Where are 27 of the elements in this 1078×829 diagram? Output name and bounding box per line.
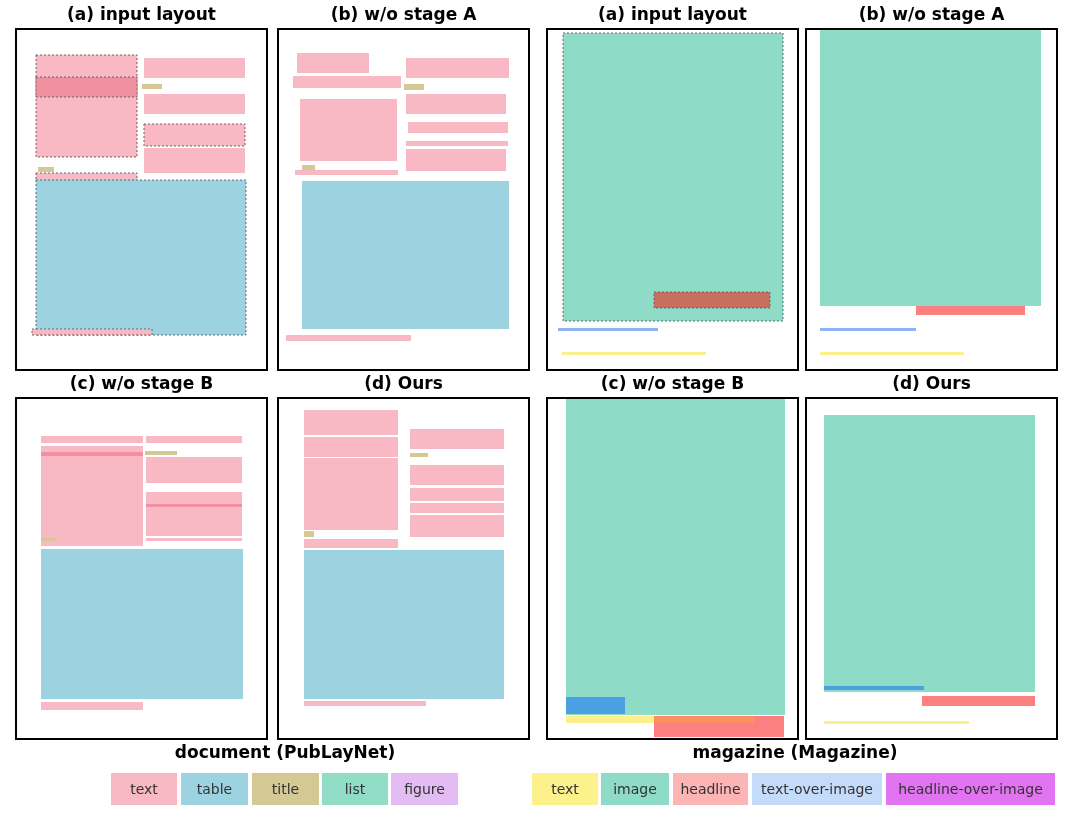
- layout-panel: [15, 28, 268, 371]
- group-label: magazine (Magazine): [691, 742, 899, 762]
- legend-swatch: text-over-image: [752, 773, 882, 805]
- panel-title: (d) Ours: [363, 373, 444, 393]
- layout-panel: [805, 397, 1058, 740]
- panel-title: (a) input layout: [597, 4, 748, 24]
- legend-swatch: table: [181, 773, 248, 805]
- legend-swatch: figure: [391, 773, 458, 805]
- layout-panel: [277, 28, 530, 371]
- group-label: document (PubLayNet): [173, 742, 397, 762]
- layout-panel: [15, 397, 268, 740]
- legend-swatch: list: [322, 773, 388, 805]
- layout-panel: [546, 28, 799, 371]
- legend-swatch: image: [601, 773, 669, 805]
- panel-title: (a) input layout: [66, 4, 217, 24]
- panel-title: (b) w/o stage A: [329, 4, 478, 24]
- legend-swatch: text: [111, 773, 177, 805]
- legend-swatch: title: [252, 773, 319, 805]
- legend-swatch: text: [532, 773, 598, 805]
- layout-panel: [805, 28, 1058, 371]
- panel-title: (c) w/o stage B: [599, 373, 746, 393]
- panel-title: (d) Ours: [891, 373, 972, 393]
- legend-swatch: headline: [673, 773, 748, 805]
- layout-panel: [277, 397, 530, 740]
- panel-title: (c) w/o stage B: [68, 373, 215, 393]
- panel-title: (b) w/o stage A: [857, 4, 1006, 24]
- legend-swatch: headline-over-image: [886, 773, 1055, 805]
